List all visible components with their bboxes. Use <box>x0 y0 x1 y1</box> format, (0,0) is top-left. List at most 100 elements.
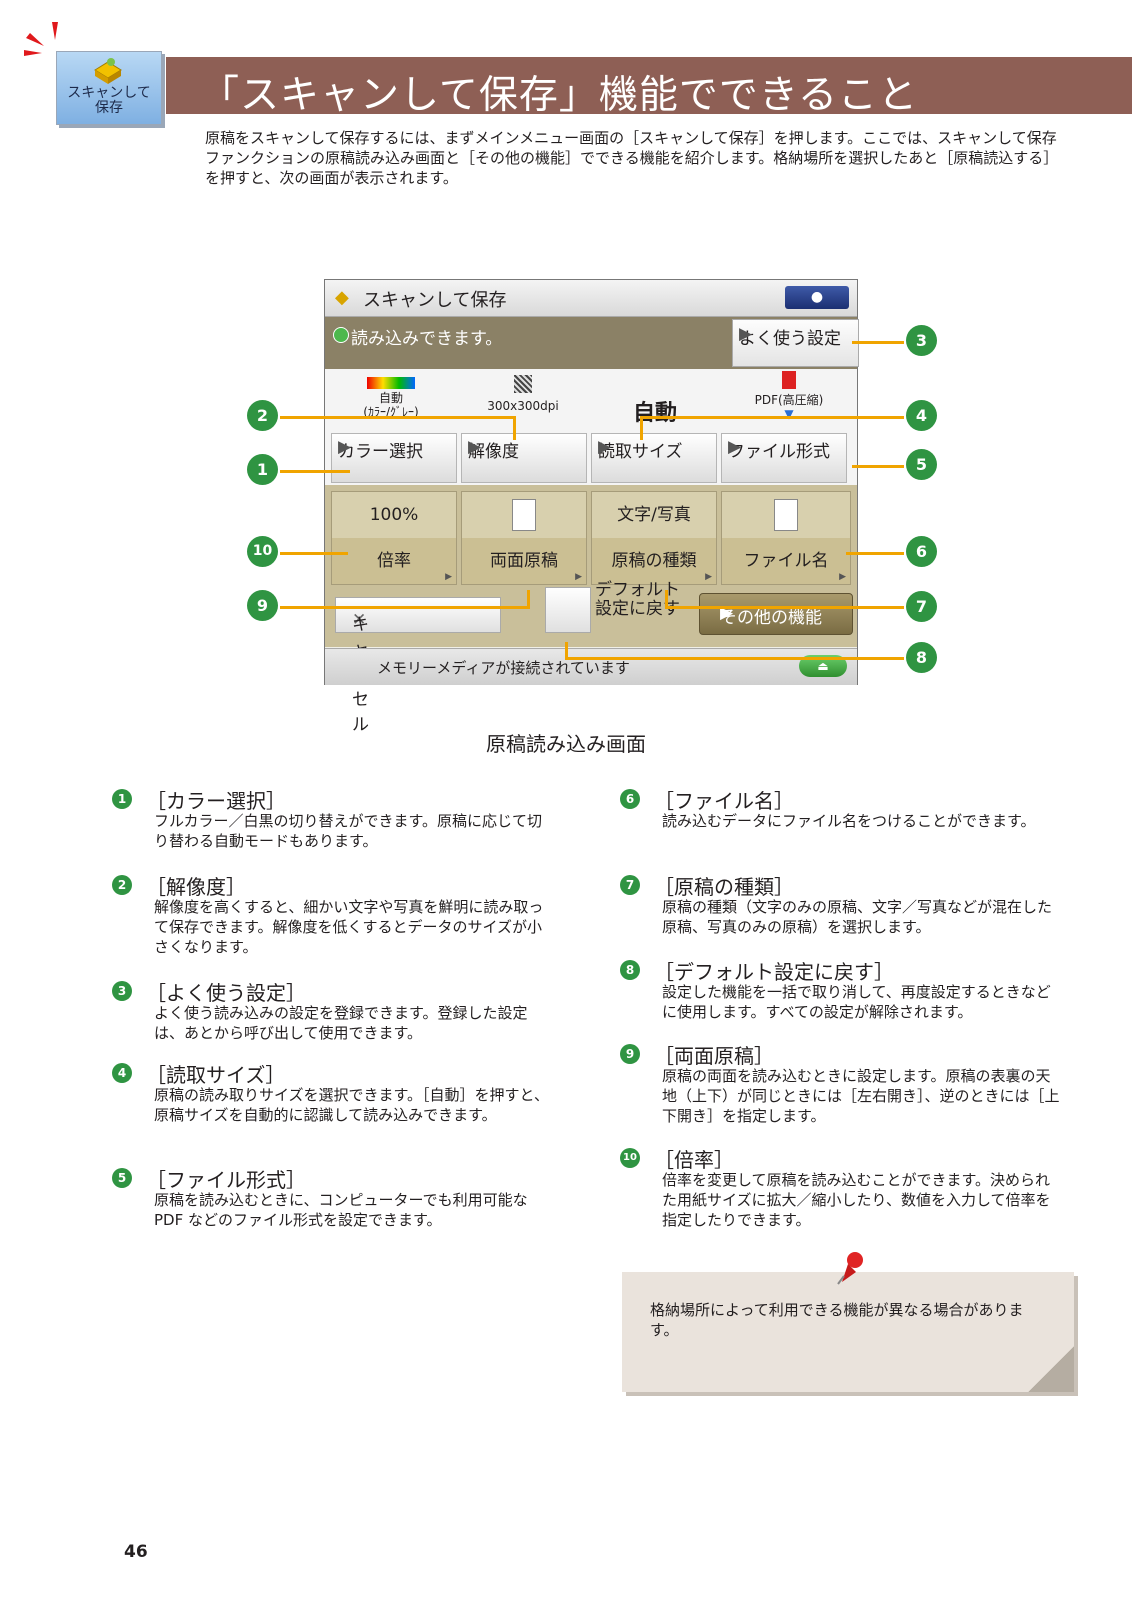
section-icon: スキャンして 保存 <box>56 51 162 125</box>
scan-size-value: 自動 <box>632 401 677 426</box>
favorite-settings-button[interactable]: よく使う設定 ▶ <box>732 319 859 367</box>
scan-screen: ◆ スキャンして保存 ● 読み込みできます。 よく使う設定 ▶ 自動 (ｶﾗｰ/… <box>324 279 859 735</box>
color-select-label: カラー選択 <box>338 442 423 462</box>
original-type-label: 原稿の種類 <box>592 538 716 584</box>
desc-number: 1 <box>112 789 132 809</box>
file-format-value: PDF(高圧縮) <box>754 393 824 407</box>
desc-body: フルカラー／白黒の切り替えができます。原稿に応じて切り替わる自動モードもあります… <box>154 812 543 850</box>
leader-line-8-drop <box>565 642 568 660</box>
arrow-icon: ▶ <box>728 437 742 457</box>
other-functions-button[interactable]: その他の機能 ▶ <box>699 593 853 635</box>
desc-heading: ［デフォルト設定に戻す］ <box>654 960 894 984</box>
reset-defaults-button[interactable] <box>545 587 591 633</box>
duplex-button[interactable]: 両面原稿 ▶ <box>461 491 587 585</box>
leader-line-7-drop <box>665 590 668 609</box>
color-select-button[interactable]: カラー選択▶ <box>331 433 457 483</box>
status-area: 読み込みできます。 よく使う設定 ▶ <box>325 317 859 369</box>
leader-line-9-drop <box>527 590 530 609</box>
scan-size-button[interactable]: 読取サイズ▶ <box>591 433 717 483</box>
desc-body: 原稿を読み込むときに、コンピューターでも利用可能な PDF などのファイル形式を… <box>154 1191 528 1229</box>
attention-burst-icon <box>24 22 58 56</box>
resolution-value: 300x300dpi <box>487 399 559 413</box>
resolution-info: 300x300dpi <box>457 369 589 431</box>
desc-body: 読み込むデータにファイル名をつけることができます。 <box>662 812 1036 830</box>
desc-number: 10 <box>620 1148 640 1168</box>
page-curl <box>1028 1346 1074 1392</box>
arrow-icon: ▶ <box>598 437 612 457</box>
desc-body: 原稿の両面を読み込むときに設定します。原稿の表裏の天地（上下）が同じときには［左… <box>662 1067 1060 1125</box>
screen-caption: 原稿読み込み画面 <box>486 732 646 756</box>
settings-info: 自動 (ｶﾗｰ/ｸﾞﾚｰ) 300x300dpi 自動 PDF(高圧縮) ▼ <box>325 369 857 432</box>
intro-text: 原稿をスキャンして保存するには、まずメインメニュー画面の［スキャンして保存］を押… <box>205 129 1059 187</box>
page-title: 「スキャンして保存」機能でできること <box>200 73 919 118</box>
callout-3: 3 <box>906 325 937 356</box>
close-icon: ✕ <box>352 610 367 630</box>
eject-button[interactable]: ⏏ <box>799 655 847 677</box>
desc-heading: ［両面原稿］ <box>654 1044 774 1068</box>
desc-heading: ［ファイル形式］ <box>146 1168 306 1192</box>
desc-number: 2 <box>112 875 132 895</box>
note-box: 格納場所によって利用できる機能が異なる場合があります。 <box>622 1272 1074 1392</box>
favorite-settings-label: よく使う設定 <box>739 329 841 349</box>
zoom-value: 100% <box>369 505 419 525</box>
pdf-icon <box>782 371 796 389</box>
desc-heading: ［倍率］ <box>654 1148 734 1172</box>
leader-line-3 <box>852 341 904 344</box>
color-mode-sub: (ｶﾗｰ/ｸﾞﾚｰ) <box>363 405 419 419</box>
color-bar-icon <box>367 377 415 389</box>
title-bar: 「スキャンして保存」機能でできること <box>166 57 1132 118</box>
leader-line-2 <box>280 416 516 419</box>
resolution-icon <box>514 375 532 393</box>
arrow-icon: ▶ <box>445 572 452 582</box>
desc-body: 原稿の読み取りサイズを選択できます。［自動］を押すと、原稿サイズを自動的に認識し… <box>154 1086 549 1124</box>
file-name-icon <box>722 492 850 538</box>
arrow-icon: ▶ <box>705 572 712 582</box>
page-number: 46 <box>124 1542 148 1562</box>
duplex-label: 両面原稿 <box>462 538 586 584</box>
callout-8: 8 <box>906 642 937 673</box>
status-monitor-button[interactable]: ● <box>785 286 849 309</box>
screen-title-bar: ◆ スキャンして保存 ● <box>325 280 857 317</box>
eject-icon: ⏏ <box>817 659 829 673</box>
callout-9: 9 <box>247 590 278 621</box>
setting-buttons: カラー選択▶ 解像度▶ 読取サイズ▶ ファイル形式▶ <box>325 431 857 485</box>
desc-body: 原稿の種類（文字のみの原稿、文字／写真などが混在した原稿、写真のみの原稿）を選択… <box>662 898 1053 936</box>
desc-number: 4 <box>112 1063 132 1083</box>
file-format-label: ファイル形式 <box>728 442 830 462</box>
cancel-button[interactable]: ✕ キャンセル <box>335 597 501 735</box>
desc-body: 倍率を変更して原稿を読み込むことができます。決められた用紙サイズに拡大／縮小した… <box>662 1171 1051 1229</box>
desc-heading: ［ファイル名］ <box>654 789 794 813</box>
desc-number: 6 <box>620 789 640 809</box>
callout-5: 5 <box>906 449 937 480</box>
callout-4: 4 <box>906 400 937 431</box>
file-name-button[interactable]: ファイル名 ▶ <box>721 491 851 585</box>
desc-heading: ［カラー選択］ <box>146 789 286 813</box>
leader-line-1 <box>280 470 350 473</box>
desc-heading: ［原稿の種類］ <box>654 875 794 899</box>
resolution-button[interactable]: 解像度▶ <box>461 433 587 483</box>
leader-line-6 <box>846 552 904 555</box>
scan-size-label: 読取サイズ <box>598 442 683 462</box>
scan-save-icon <box>94 58 122 84</box>
section-icon-label: スキャンして 保存 <box>67 85 151 116</box>
desc-body: よく使う読み込みの設定を登録できます。登録した設定は、あとから呼び出して使用でき… <box>154 1004 528 1042</box>
leader-line-7 <box>668 606 904 609</box>
arrow-icon: ▶ <box>839 572 846 582</box>
zoom-label: 倍率 <box>332 538 456 584</box>
callout-10: 10 <box>247 536 278 567</box>
file-format-button[interactable]: ファイル形式▶ <box>721 433 847 483</box>
scan-size-info: 自動 <box>589 369 721 431</box>
scan-save-icon: ◆ <box>335 287 349 308</box>
file-name-label: ファイル名 <box>722 538 850 584</box>
leader-line-8 <box>568 657 904 660</box>
arrow-icon: ▶ <box>575 572 582 582</box>
callout-6: 6 <box>906 536 937 567</box>
original-type-button[interactable]: 文字/写真 原稿の種類 ▶ <box>591 491 717 585</box>
zoom-button[interactable]: 100% 倍率 ▶ <box>331 491 457 585</box>
leader-line-4 <box>640 416 904 419</box>
desc-number: 8 <box>620 960 640 980</box>
callout-2: 2 <box>247 400 278 431</box>
pushpin-icon <box>837 1252 863 1285</box>
arrow-icon: ▶ <box>338 437 352 457</box>
screen-title: スキャンして保存 <box>363 290 507 311</box>
